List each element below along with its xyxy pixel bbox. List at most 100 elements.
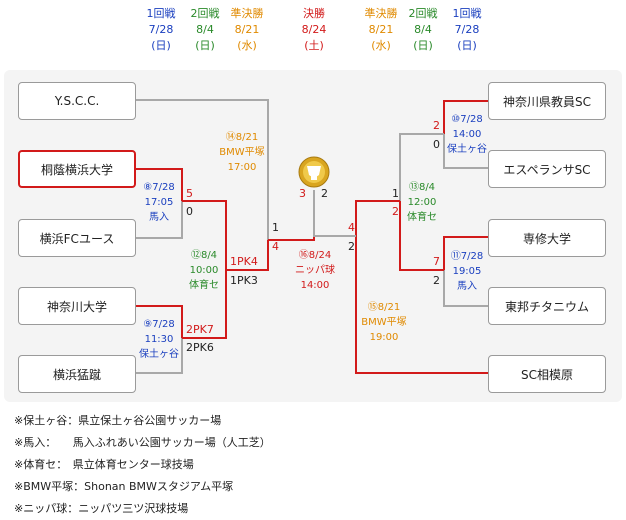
line-toin-to-m8 xyxy=(136,168,183,201)
team-toho-titanium[interactable]: 東邦チタニウム xyxy=(488,287,606,325)
score-m14-toin: 4 xyxy=(272,240,279,253)
header-semifinal-right: 準決勝 8/21 (水) xyxy=(356,6,406,54)
match-time: 14:00 xyxy=(452,129,482,140)
match-time: 17:00 xyxy=(227,162,257,173)
header-round-label: 1回戦 xyxy=(452,7,482,20)
score-m15-bottom: 2 xyxy=(348,240,355,253)
header-round-label: 2回戦 xyxy=(190,7,220,20)
header-round1-right: 1回戦 7/28 (日) xyxy=(442,6,492,54)
match-time: 19:05 xyxy=(452,266,482,277)
line-kanagawa-to-m9 xyxy=(136,305,183,338)
score-m14-ysc: 1 xyxy=(272,221,279,234)
match-number: ⑭ xyxy=(225,132,236,143)
match-13-info: ⑬8/4 12:00 体育セ xyxy=(400,180,444,225)
match-15-info: ⑮8/21 BMW平塚 19:00 xyxy=(354,300,414,345)
match-number: ⑬ xyxy=(408,182,419,193)
match-time: 11:30 xyxy=(144,334,174,345)
match-venue: 体育セ xyxy=(407,212,437,223)
line-m12-to-m14 xyxy=(226,240,269,271)
match-number: ⑮ xyxy=(367,302,378,313)
match-date: 8/24 xyxy=(308,250,332,261)
line-kyoin-to-m10 xyxy=(443,100,490,134)
match-date: 7/28 xyxy=(152,319,175,330)
match-venue: 体育セ xyxy=(189,280,219,291)
team-esperanza[interactable]: エスペランサSC xyxy=(488,150,606,188)
header-day: (水) xyxy=(237,39,257,52)
header-round-label: 準決勝 xyxy=(230,7,264,20)
score-m11-senshu: 7 xyxy=(433,255,440,268)
match-time: 12:00 xyxy=(407,197,437,208)
header-date: 8/24 xyxy=(301,23,327,36)
match-number: ⑧ xyxy=(143,182,153,193)
header-round-label: 準決勝 xyxy=(364,7,398,20)
match-time: 14:00 xyxy=(300,280,330,291)
header-round2-right: 2回戦 8/4 (日) xyxy=(398,6,448,54)
line-ysc-to-m14 xyxy=(136,99,269,240)
score-final-right: 2 xyxy=(321,187,328,200)
score-m10-esperanza: 0 xyxy=(433,138,440,151)
team-senshu-univ[interactable]: 専修大学 xyxy=(488,219,606,257)
match-venue: 保土ヶ谷 xyxy=(139,349,179,360)
line-toho-to-m11 xyxy=(443,270,490,307)
header-round-label: 1回戦 xyxy=(146,7,176,20)
header-date: 8/4 xyxy=(414,23,432,36)
team-yokohama-fc-youth[interactable]: 横浜FCユース xyxy=(18,219,136,257)
match-venue: 馬入 xyxy=(457,281,477,292)
score-m9-kanagawa: 2PK7 xyxy=(186,323,214,336)
score-m8-yfc: 0 xyxy=(186,205,193,218)
match-venue: BMW平塚 xyxy=(361,317,407,328)
line-m15-to-final xyxy=(313,190,356,237)
score-m8-toin: 5 xyxy=(186,187,193,200)
header-day: (水) xyxy=(371,39,391,52)
header-final: 決勝 8/24 (土) xyxy=(289,6,339,54)
match-16-info: ⑯8/24 ニッパ球 14:00 xyxy=(288,248,342,293)
score-m10-kyoin: 2 xyxy=(433,119,440,132)
note-taiikuse: ※体育セ： 県立体育センター球技場 xyxy=(14,458,194,471)
line-m13-to-m15 xyxy=(355,200,400,236)
match-10-info: ⑩7/28 14:00 保土ヶ谷 xyxy=(444,112,490,157)
team-yokohama-moshu[interactable]: 横浜猛蹴 xyxy=(18,355,136,393)
score-m11-toho: 2 xyxy=(433,274,440,287)
match-number: ⑨ xyxy=(143,319,153,330)
header-round-label: 2回戦 xyxy=(408,7,438,20)
header-date: 8/4 xyxy=(196,23,214,36)
match-12-info: ⑫8/4 10:00 体育セ xyxy=(182,248,226,293)
match-time: 17:05 xyxy=(144,197,174,208)
header-round-label: 決勝 xyxy=(303,7,325,20)
header-date: 7/28 xyxy=(148,23,174,36)
score-final-left: 3 xyxy=(299,187,306,200)
match-number: ⑪ xyxy=(450,251,461,262)
score-m13-bottom: 2 xyxy=(392,205,399,218)
match-9-info: ⑨7/28 11:30 保土ヶ谷 xyxy=(136,317,182,362)
score-m12-bottom: 1PK3 xyxy=(230,274,258,287)
note-hodogaya: ※保土ヶ谷：県立保土ヶ谷公園サッカー場 xyxy=(14,414,222,427)
team-ysc[interactable]: Y.S.C.C. xyxy=(18,82,136,120)
header-round1-left: 1回戦 7/28 (日) xyxy=(136,6,186,54)
match-date: 8/4 xyxy=(418,182,436,193)
match-venue: ニッパ球 xyxy=(295,265,335,276)
line-m9-to-m12 xyxy=(182,270,227,339)
note-nippatsu: ※ニッパ球：ニッパツ三ツ沢球技場 xyxy=(14,502,189,515)
header-round2-left: 2回戦 8/4 (日) xyxy=(180,6,230,54)
team-kanagawa-kyoin[interactable]: 神奈川県教員SC xyxy=(488,82,606,120)
team-sc-sagamihara[interactable]: SC相模原 xyxy=(488,355,606,393)
venue-notes: ※保土ヶ谷：県立保土ヶ谷公園サッカー場 ※馬入： 馬入ふれあい公園サッカー場（人… xyxy=(14,410,271,520)
header-day: (日) xyxy=(413,39,433,52)
match-date: 8/21 xyxy=(377,302,401,313)
header-day: (日) xyxy=(195,39,215,52)
line-m8-to-m12 xyxy=(182,200,227,270)
team-kanagawa-univ[interactable]: 神奈川大学 xyxy=(18,287,136,325)
team-toin-yokohama[interactable]: 桐蔭横浜大学 xyxy=(18,150,136,188)
match-date: 8/4 xyxy=(200,250,218,261)
header-semifinal-left: 準決勝 8/21 (水) xyxy=(222,6,272,54)
score-m12-top: 1PK4 xyxy=(230,255,258,268)
note-bmw-hiratsuka: ※BMW平塚：Shonan BMWスタジアム平塚 xyxy=(14,480,234,493)
line-moshu-to-m9 xyxy=(136,338,183,374)
match-number: ⑩ xyxy=(451,114,461,125)
match-8-info: ⑧7/28 17:05 馬入 xyxy=(136,180,182,225)
match-time: 19:00 xyxy=(369,332,399,343)
match-date: 7/28 xyxy=(460,251,484,262)
note-banyu: ※馬入： 馬入ふれあい公園サッカー場（人工芝） xyxy=(14,436,271,449)
line-esperanza-to-m10 xyxy=(443,134,490,169)
